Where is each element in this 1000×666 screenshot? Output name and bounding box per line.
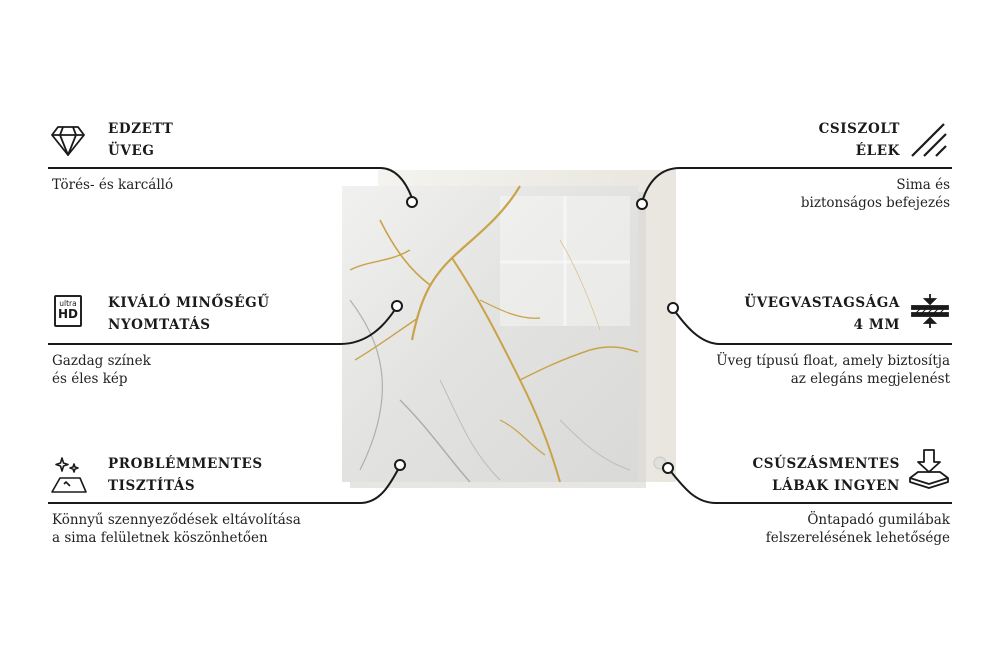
- connector-tempered-glass: [48, 167, 413, 199]
- easy-cleaning-desc: Könnyű szennyeződések eltávolítása a sim…: [52, 512, 301, 546]
- tempered-glass-title: EDZETT ÜVEG: [108, 121, 174, 159]
- press-down-icon: [909, 449, 949, 489]
- ultra-hd-icon: ultra HD: [54, 295, 82, 327]
- thickness-icon: [911, 294, 949, 328]
- connector-print-quality: [48, 307, 397, 345]
- polished-edges-title: CSISZOLT ÉLEK: [818, 121, 900, 159]
- connector-polished-edges: [641, 167, 952, 203]
- connector-lines: [48, 167, 952, 504]
- connector-easy-cleaning: [48, 465, 401, 504]
- tempered-glass-desc: Törés- és karcálló: [52, 177, 174, 193]
- anti-slip-feet-desc: Öntapadó gumilábak felszerelésének lehet…: [765, 512, 950, 546]
- connector-glass-thickness: [673, 309, 952, 345]
- diamond-icon: [51, 126, 85, 156]
- glass-thickness-desc: Üveg típusú float, amely biztosítja az e…: [716, 353, 950, 387]
- print-quality-title: KIVÁLÓ MINŐSÉGŰ NYOMTATÁS: [108, 295, 270, 333]
- sparkle-surface-icon: [51, 457, 87, 493]
- anti-slip-feet-title: CSÚSZÁSMENTES LÁBAK INGYEN: [752, 456, 900, 494]
- easy-cleaning-title: PROBLÉMMENTES TISZTÍTÁS: [108, 456, 263, 494]
- glass-thickness-title: ÜVEGVASTAGSÁGA 4 MM: [744, 295, 900, 333]
- marble-glass-print: [342, 186, 638, 482]
- polished-edges-desc: Sima és biztonságos befejezés: [800, 177, 950, 211]
- connector-dots: [391, 196, 679, 474]
- print-quality-desc: Gazdag színek és éles kép: [52, 353, 151, 387]
- connector-anti-slip-feet: [667, 467, 952, 504]
- diagonal-lines-icon: [911, 123, 947, 157]
